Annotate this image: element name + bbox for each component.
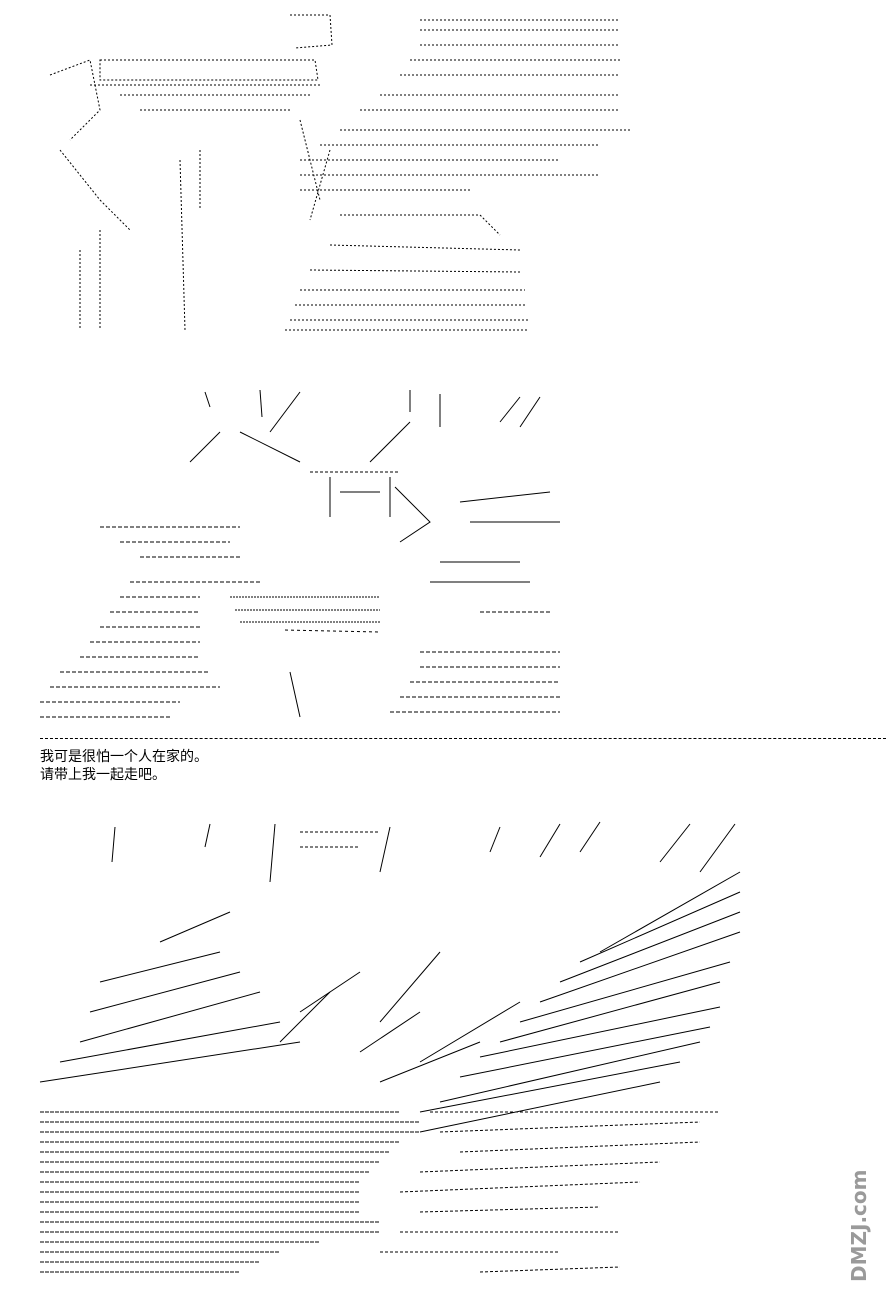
dialogue-line-2: 请带上我一起走吧。 xyxy=(40,767,166,783)
watermark-text: DMZJ.com xyxy=(847,1170,871,1282)
gun-scene-drawing xyxy=(49,14,630,331)
ascii-art-panel-character-closeup xyxy=(0,382,888,730)
watermark-logo-icon: DMZJ.com xyxy=(847,1170,871,1282)
action-speedlines-drawing xyxy=(39,821,741,1273)
character-closeup-drawing xyxy=(40,389,560,718)
dialogue-text: 我可是很怕一个人在家的。 请带上我一起走吧。 xyxy=(40,748,208,784)
ascii-art-panel-action-speedlines xyxy=(0,812,888,1287)
dialogue-line-1: 我可是很怕一个人在家的。 xyxy=(40,749,208,765)
ascii-art-panel-gun-scene xyxy=(0,0,888,345)
panel-divider xyxy=(40,738,886,739)
site-watermark: DMZJ.com xyxy=(836,1170,882,1288)
